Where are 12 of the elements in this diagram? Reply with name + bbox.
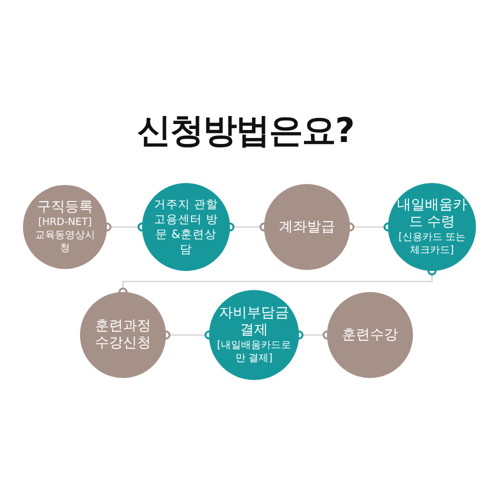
step-label: 자비부담금 결제 <box>218 305 290 339</box>
title: 신청방법은요? <box>136 110 355 153</box>
step-label: 계좌발급 <box>279 218 335 236</box>
step-note: [내일배움카드로만 결제] <box>217 339 291 365</box>
step-label: 구직등록 <box>37 199 93 216</box>
step-label: 거주지 관할 고용센터 방문 &훈련상담 <box>153 197 219 257</box>
step-note: 교육동영상시청 <box>34 229 96 255</box>
step-note: [신용카드 또는 체크카드] <box>397 231 467 257</box>
step-label: 훈련과정 수강신청 <box>94 318 152 352</box>
step-label: 내일배움카드 수령 <box>396 197 468 231</box>
step-label: 훈련수강 <box>342 326 398 344</box>
step-note: [HRD-NET] <box>38 216 92 229</box>
